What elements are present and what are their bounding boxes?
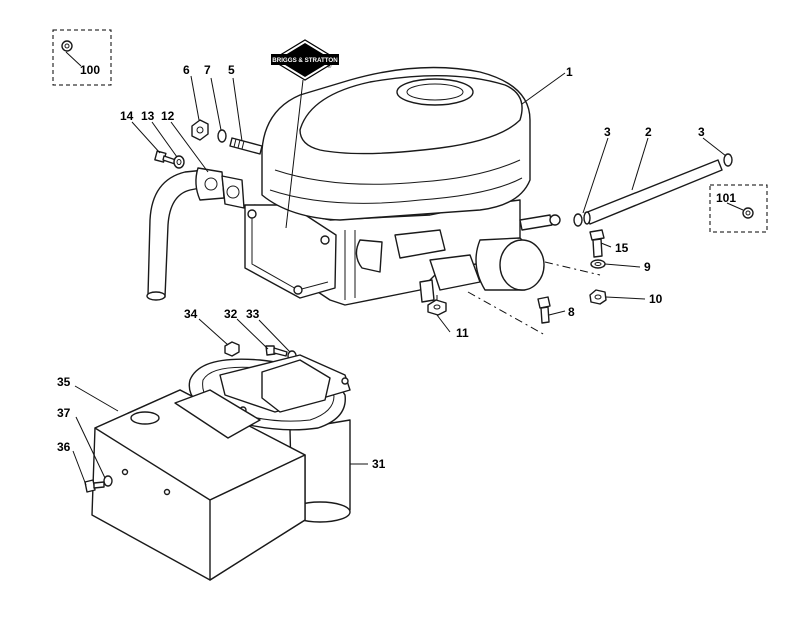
callout-9: 9 — [644, 260, 651, 274]
washer-13[interactable] — [173, 155, 185, 169]
nut-11[interactable] — [427, 299, 447, 316]
callout-37: 37 — [57, 406, 71, 420]
callout-13: 13 — [141, 109, 155, 123]
callout-3-right: 3 — [698, 125, 705, 139]
callout-12: 12 — [161, 109, 175, 123]
callout-36: 36 — [57, 440, 71, 454]
logo-registered-mark: ® — [327, 63, 332, 70]
callout-6: 6 — [183, 63, 190, 77]
nut-10[interactable] — [589, 289, 607, 305]
callout-2: 2 — [645, 125, 652, 139]
callout-31: 31 — [372, 457, 386, 471]
bolt-32[interactable] — [265, 345, 288, 357]
washer-7[interactable] — [217, 129, 227, 143]
nut-34[interactable] — [224, 341, 240, 357]
bolt-8[interactable] — [537, 296, 551, 324]
callout-3-left: 3 — [604, 125, 611, 139]
washer-37[interactable] — [103, 475, 113, 487]
callout-32: 32 — [224, 307, 238, 321]
bolt-15[interactable] — [589, 229, 605, 258]
engine-assembly[interactable] — [244, 66, 561, 306]
callout-101: 101 — [716, 191, 736, 205]
callout-11: 11 — [456, 326, 469, 340]
callout-labels: 1 2 3 3 5 6 7 8 9 10 11 12 13 14 15 31 3… — [57, 63, 705, 471]
fuel-line[interactable] — [583, 159, 723, 225]
callout-7: 7 — [204, 63, 211, 77]
callout-15: 15 — [615, 241, 629, 255]
briggs-stratton-logo: BRIGGS & STRATTON ® — [270, 39, 340, 81]
centre-line-bolt-8 — [467, 291, 546, 336]
exhaust-gasket[interactable] — [221, 175, 245, 209]
leader-lines — [65, 51, 744, 486]
heat-shield-35[interactable] — [91, 389, 306, 581]
screw-36[interactable] — [84, 479, 105, 493]
callout-1: 1 — [566, 65, 573, 79]
callout-10: 10 — [649, 292, 663, 306]
callout-100: 100 — [80, 63, 100, 77]
callout-35: 35 — [57, 375, 71, 389]
logo-brand-text: BRIGGS & STRATTON — [272, 57, 338, 64]
callout-14: 14 — [120, 109, 134, 123]
callout-8: 8 — [568, 305, 575, 319]
callout-33: 33 — [246, 307, 260, 321]
stud-5[interactable] — [229, 137, 263, 155]
detail-box-101[interactable]: 101 — [709, 184, 768, 233]
nut-6[interactable] — [191, 119, 209, 141]
detail-box-100[interactable]: 100 — [52, 29, 112, 86]
callout-34: 34 — [184, 307, 198, 321]
exhaust-pipe[interactable] — [146, 167, 225, 301]
callout-5: 5 — [228, 63, 235, 77]
washer-9[interactable] — [590, 259, 606, 269]
hose-clamp-3-left[interactable] — [573, 213, 583, 227]
hose-clamp-3-right[interactable] — [723, 153, 733, 167]
